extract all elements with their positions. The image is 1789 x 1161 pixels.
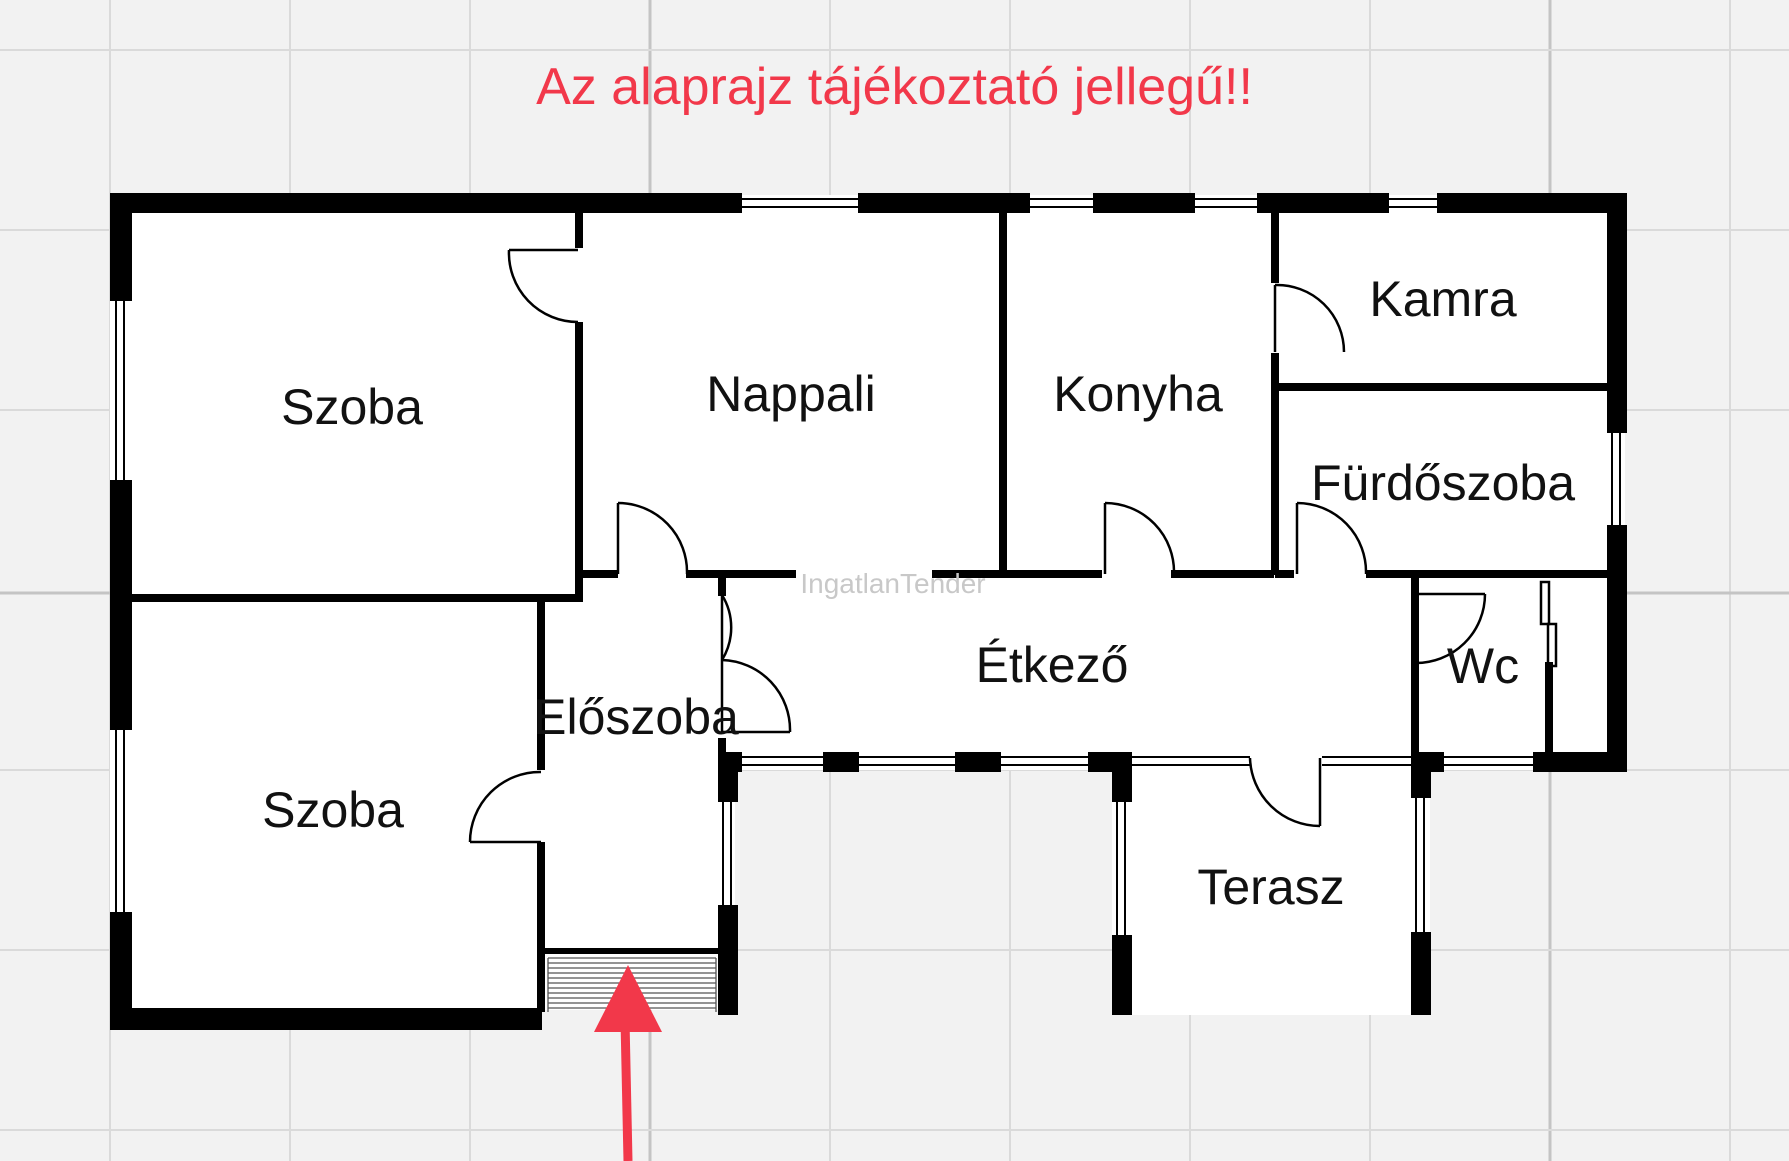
doors <box>468 248 1558 844</box>
room-label-furdoszoba: Fürdőszoba <box>1311 455 1575 511</box>
floor-fill <box>110 195 1625 1015</box>
room-label-etkezo: Étkező <box>976 637 1129 693</box>
watermark: IngatlanTender <box>800 568 985 599</box>
room-label-nappali: Nappali <box>706 366 876 422</box>
outer-walls <box>110 193 1627 1030</box>
entrance-arrow-icon <box>594 965 662 1161</box>
room-label-terasz: Terasz <box>1197 859 1344 915</box>
room-label-szoba-1: Szoba <box>281 379 423 435</box>
interior-walls <box>130 213 1609 1012</box>
room-label-kamra: Kamra <box>1369 271 1516 327</box>
disclaimer-notice: Az alaprajz tájékoztató jellegű!! <box>536 58 1253 116</box>
room-label-szoba-2: Szoba <box>262 782 404 838</box>
room-label-wc: Wc <box>1447 638 1519 694</box>
room-label-eloszoba: Előszoba <box>533 689 739 745</box>
room-label-konyha: Konyha <box>1053 366 1223 422</box>
